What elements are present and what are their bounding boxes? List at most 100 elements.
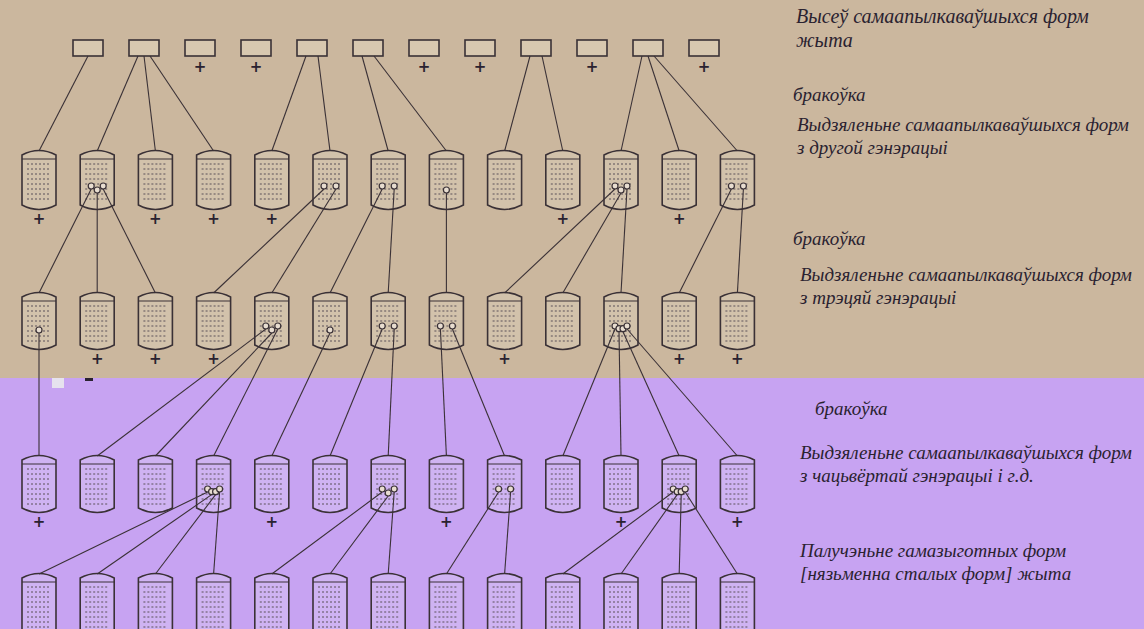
grain-hatch <box>318 194 342 195</box>
grain-hatch <box>493 499 517 500</box>
grain-hatch <box>376 306 400 307</box>
grain-hatch <box>434 494 458 495</box>
barrel-rim <box>488 300 522 301</box>
barrel-rim <box>313 300 347 301</box>
marked-plant <box>449 323 455 329</box>
grain-hatch <box>27 179 51 180</box>
barrel <box>255 574 289 629</box>
grain-hatch <box>725 321 749 322</box>
barrel-outline <box>429 456 463 513</box>
grain-hatch <box>725 494 749 495</box>
plus-mark: + <box>496 352 514 367</box>
descent-line <box>388 329 394 456</box>
grain-hatch <box>551 326 575 327</box>
grain-hatch <box>609 607 633 608</box>
grain-hatch <box>434 504 458 505</box>
grain-hatch <box>667 622 691 623</box>
grain-hatch <box>551 597 575 598</box>
grain-hatch <box>376 474 400 475</box>
grain-hatch <box>725 164 749 165</box>
grain-hatch <box>551 306 575 307</box>
grain-hatch <box>434 622 458 623</box>
grain-hatch <box>143 489 167 490</box>
grain-hatch <box>609 489 633 490</box>
grain-hatch <box>493 504 517 505</box>
grain-hatch <box>667 199 691 200</box>
grain-hatch <box>202 612 226 613</box>
barrel-row <box>22 151 754 210</box>
grain-hatch <box>260 587 284 588</box>
barrel-rim <box>80 300 114 301</box>
marked-plant <box>682 486 688 492</box>
marked-plant <box>508 486 514 492</box>
grain-hatch <box>318 169 342 170</box>
grain-hatch <box>376 627 400 628</box>
descent-line <box>648 56 679 151</box>
grain-hatch <box>551 189 575 190</box>
grain-hatch <box>27 627 51 628</box>
barrel-rim <box>720 581 754 582</box>
descent-line <box>654 56 737 151</box>
barrel-rim <box>371 158 405 159</box>
grain-hatch <box>143 174 167 175</box>
grain-hatch <box>143 316 167 317</box>
grain-hatch <box>202 341 226 342</box>
plus-mark: + <box>437 515 455 530</box>
grain-hatch <box>434 602 458 603</box>
grain-hatch <box>725 607 749 608</box>
barrel-rim <box>662 300 696 301</box>
grain-hatch <box>667 474 691 475</box>
marked-plant <box>327 327 333 333</box>
barrel <box>720 456 754 513</box>
grain-hatch <box>493 316 517 317</box>
grain-hatch <box>667 617 691 618</box>
grain-hatch <box>609 474 633 475</box>
barrel <box>138 293 172 350</box>
grain-hatch <box>493 341 517 342</box>
grain-hatch <box>27 592 51 593</box>
barrel <box>313 293 347 350</box>
barrel-outline <box>604 293 638 350</box>
grain-hatch <box>725 316 749 317</box>
grain-hatch <box>318 306 342 307</box>
grain-hatch <box>725 306 749 307</box>
descent-line <box>388 492 394 574</box>
barrel-outline <box>80 574 114 629</box>
barrel-rim <box>138 463 172 464</box>
grain-hatch <box>493 587 517 588</box>
marked-plant <box>624 183 630 189</box>
grain-hatch <box>318 316 342 317</box>
grain-hatch <box>202 189 226 190</box>
grain-hatch <box>551 331 575 332</box>
grain-hatch <box>376 504 400 505</box>
grain-hatch <box>27 489 51 490</box>
grain-hatch <box>143 597 167 598</box>
barrel-row <box>22 574 754 629</box>
grain-hatch <box>376 622 400 623</box>
barrel <box>197 574 231 629</box>
marked-plant <box>496 486 502 492</box>
grain-hatch <box>551 321 575 322</box>
grain-hatch <box>434 612 458 613</box>
grain-hatch <box>85 597 109 598</box>
grain-hatch <box>493 321 517 322</box>
grain-hatch <box>318 484 342 485</box>
grain-hatch <box>667 612 691 613</box>
marked-plant <box>275 323 281 329</box>
marked-plant <box>263 323 269 329</box>
barrel-rim <box>546 463 580 464</box>
plus-mark: + <box>263 212 281 227</box>
grain-hatch <box>27 617 51 618</box>
grain-hatch <box>434 469 458 470</box>
grain-hatch <box>551 311 575 312</box>
barrel <box>662 293 696 350</box>
barrel-outline <box>313 574 347 629</box>
grain-hatch <box>493 617 517 618</box>
grain-hatch <box>260 474 284 475</box>
barrel-rim <box>255 158 289 159</box>
grain-hatch <box>376 587 400 588</box>
grain-hatch <box>551 587 575 588</box>
grain-hatch <box>493 311 517 312</box>
plus-mark: + <box>30 212 48 227</box>
grain-hatch <box>725 179 749 180</box>
